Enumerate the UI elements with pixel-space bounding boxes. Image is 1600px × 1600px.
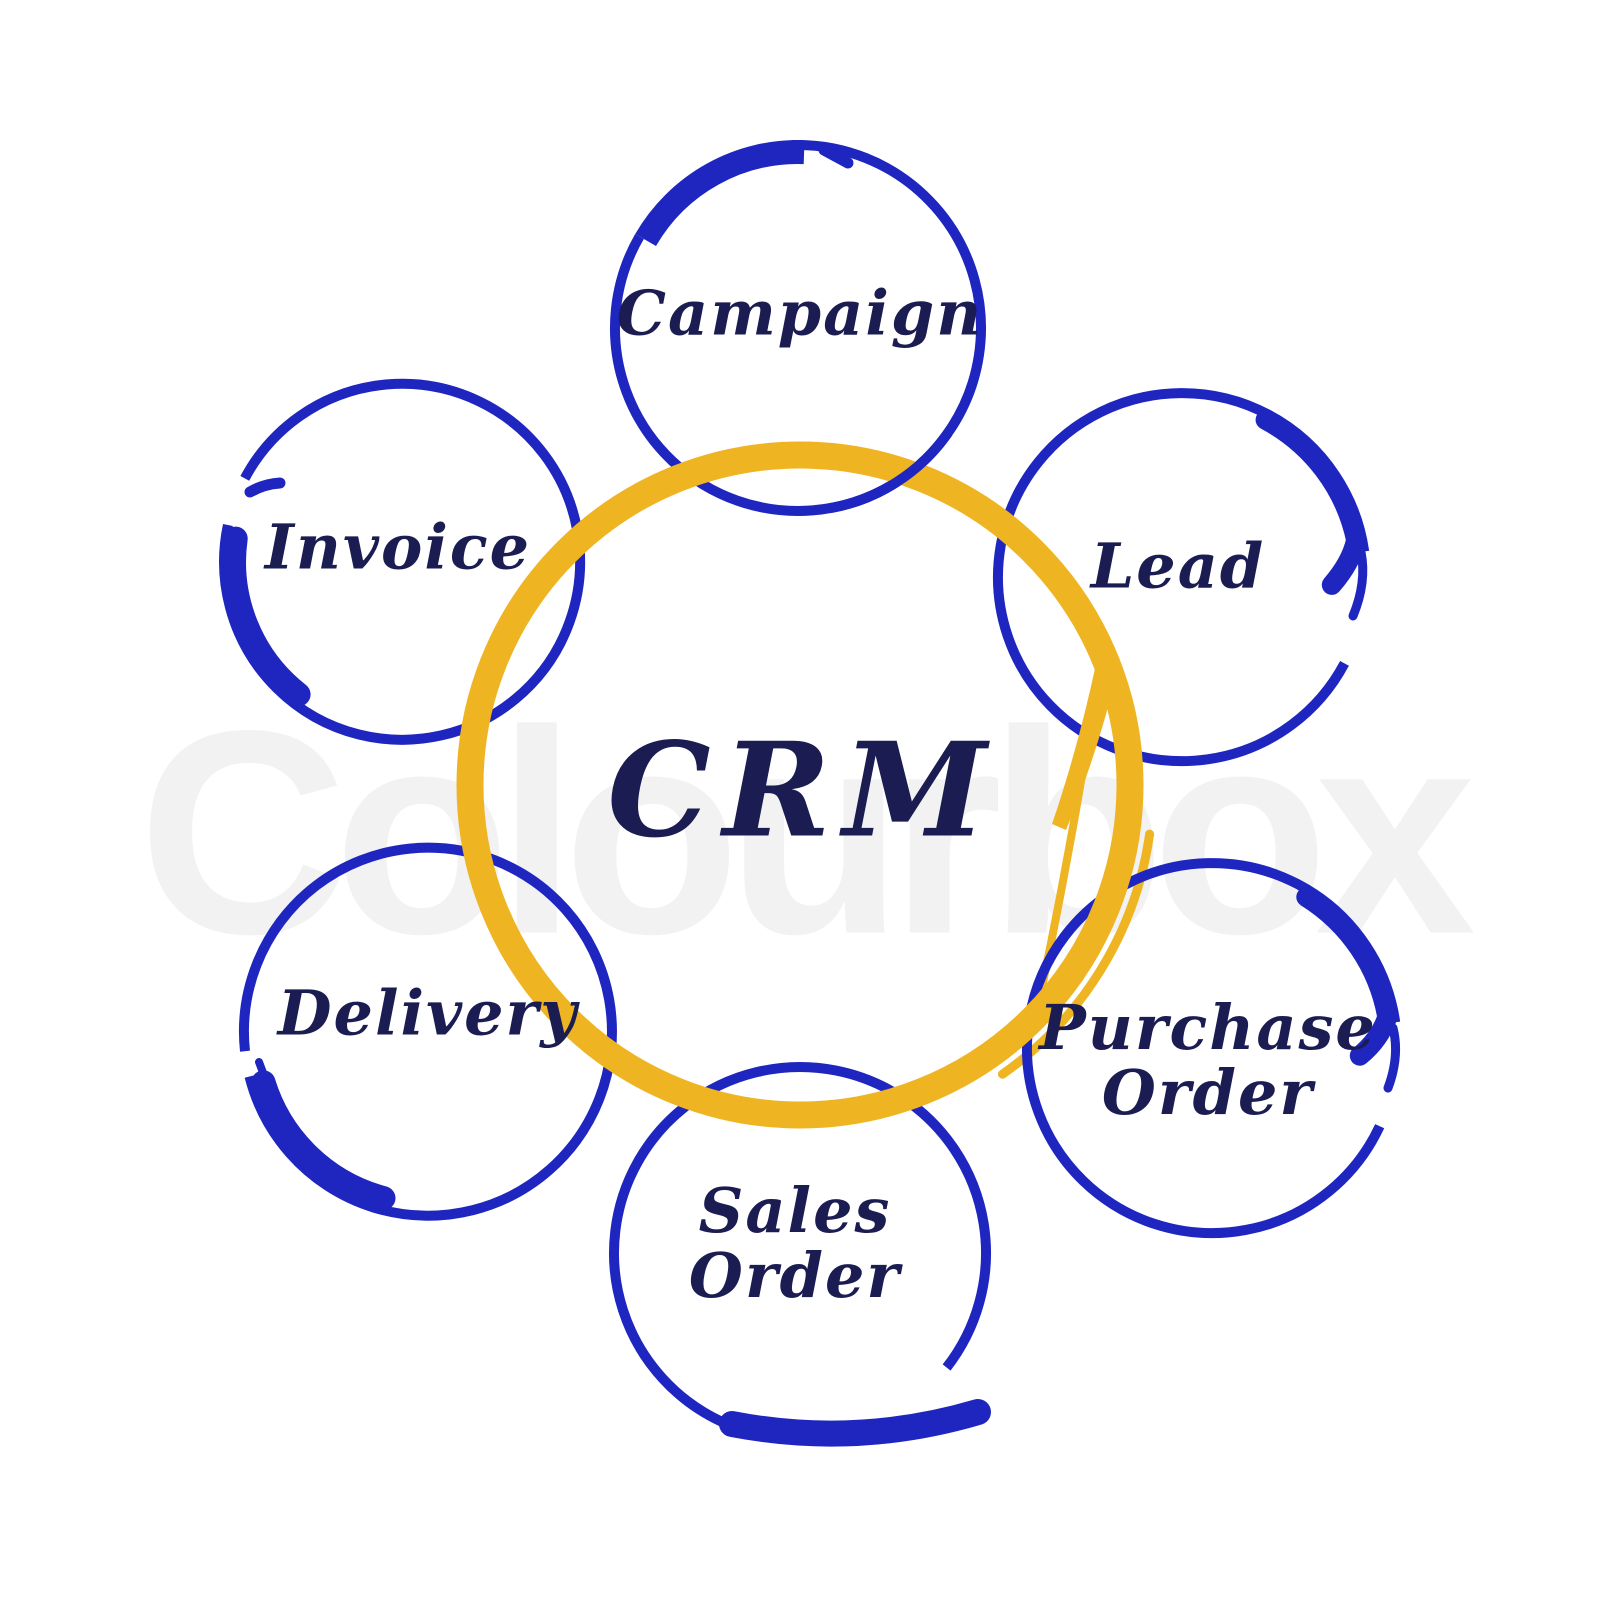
lead-circle [993, 388, 1370, 767]
node-label-lead: Lead [1090, 529, 1266, 603]
campaign-brush-hook [818, 144, 854, 169]
sales-order-line1: Sales [698, 1173, 892, 1247]
node-label-delivery: Delivery [277, 976, 579, 1050]
campaign-overlap-segment [828, 430, 952, 514]
invoice-circle [219, 378, 586, 745]
node-label-sales-order: Sales Order [689, 1178, 901, 1308]
node-label-purchase-order: Purchase Order [1039, 995, 1377, 1125]
sales-order-line2: Order [688, 1239, 902, 1312]
node-label-invoice: Invoice [264, 510, 532, 584]
sales-order-circle [609, 1062, 991, 1447]
purchase-order-brush-hook [1383, 1023, 1401, 1093]
delivery-circle [238, 842, 617, 1221]
gold-ring [456, 441, 1144, 1129]
lead-brush-hook [1348, 547, 1368, 621]
delivery-brush-hook [255, 1058, 269, 1082]
purchase-order-line2: Order [1101, 1056, 1315, 1129]
purchase-order-line1: Purchase [1039, 990, 1377, 1064]
gold-brush-tip [1052, 664, 1117, 830]
center-label-crm: CRM [607, 713, 999, 867]
stock-watermark: Colourbox [138, 670, 1476, 995]
sales-order-brush-swoosh [719, 1399, 991, 1447]
node-label-campaign: Campaign [616, 276, 984, 350]
invoice-brush-hook [244, 477, 286, 498]
